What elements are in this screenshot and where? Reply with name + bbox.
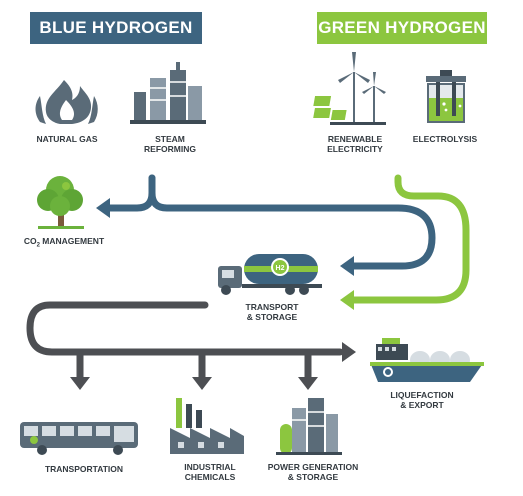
dark-arrow-industrial (192, 377, 212, 390)
green-flow-line (348, 174, 470, 304)
factory-icon (170, 398, 244, 454)
steam-reforming-label: STEAM REFORMING (144, 134, 196, 154)
blue-arrow-transport (340, 256, 354, 276)
blue-flow-lines (104, 174, 436, 270)
tree-icon (37, 176, 84, 229)
green-arrow-transport (340, 290, 354, 310)
electrolysis-label: ELECTROLYSIS (412, 134, 478, 144)
flame-icon (35, 80, 98, 124)
bus-icon (20, 422, 138, 455)
electrolysis-icon (426, 70, 466, 123)
co2-suffix: MANAGEMENT (39, 236, 105, 246)
ship-icon (370, 338, 484, 382)
refinery-icon (130, 62, 206, 124)
h2-badge: H2 (276, 265, 285, 272)
natural-gas-label: NATURAL GAS (36, 134, 98, 144)
blue-hydrogen-header: BLUE HYDROGEN (30, 12, 202, 44)
wind-turbine-icon (313, 52, 386, 125)
tanker-truck-icon (218, 254, 322, 295)
co2-prefix: CO (23, 236, 37, 246)
dark-arrow-transportation (70, 377, 90, 390)
co2-management-label: CO2 MANAGEMENT (14, 236, 114, 251)
liquefaction-export-label: LIQUEFACTION & EXPORT (390, 390, 454, 410)
industrial-chemicals-label: INDUSTRIAL CHEMICALS (184, 462, 236, 482)
co2-subscript: 2 (36, 242, 40, 249)
dark-arrow-power (298, 377, 318, 390)
dark-arrow-export (342, 342, 356, 362)
power-generation-label: POWER GENERATION & STORAGE (267, 462, 359, 482)
power-plant-icon (276, 398, 342, 455)
transportation-label: TRANSPORTATION (44, 464, 124, 474)
green-hydrogen-header: GREEN HYDROGEN (317, 12, 487, 44)
transport-storage-label: TRANSPORT & STORAGE (245, 302, 299, 322)
renewable-electricity-label: RENEWABLE ELECTRICITY (327, 134, 383, 154)
distribution-flow-line (26, 301, 344, 384)
blue-arrow-co2 (96, 198, 110, 218)
